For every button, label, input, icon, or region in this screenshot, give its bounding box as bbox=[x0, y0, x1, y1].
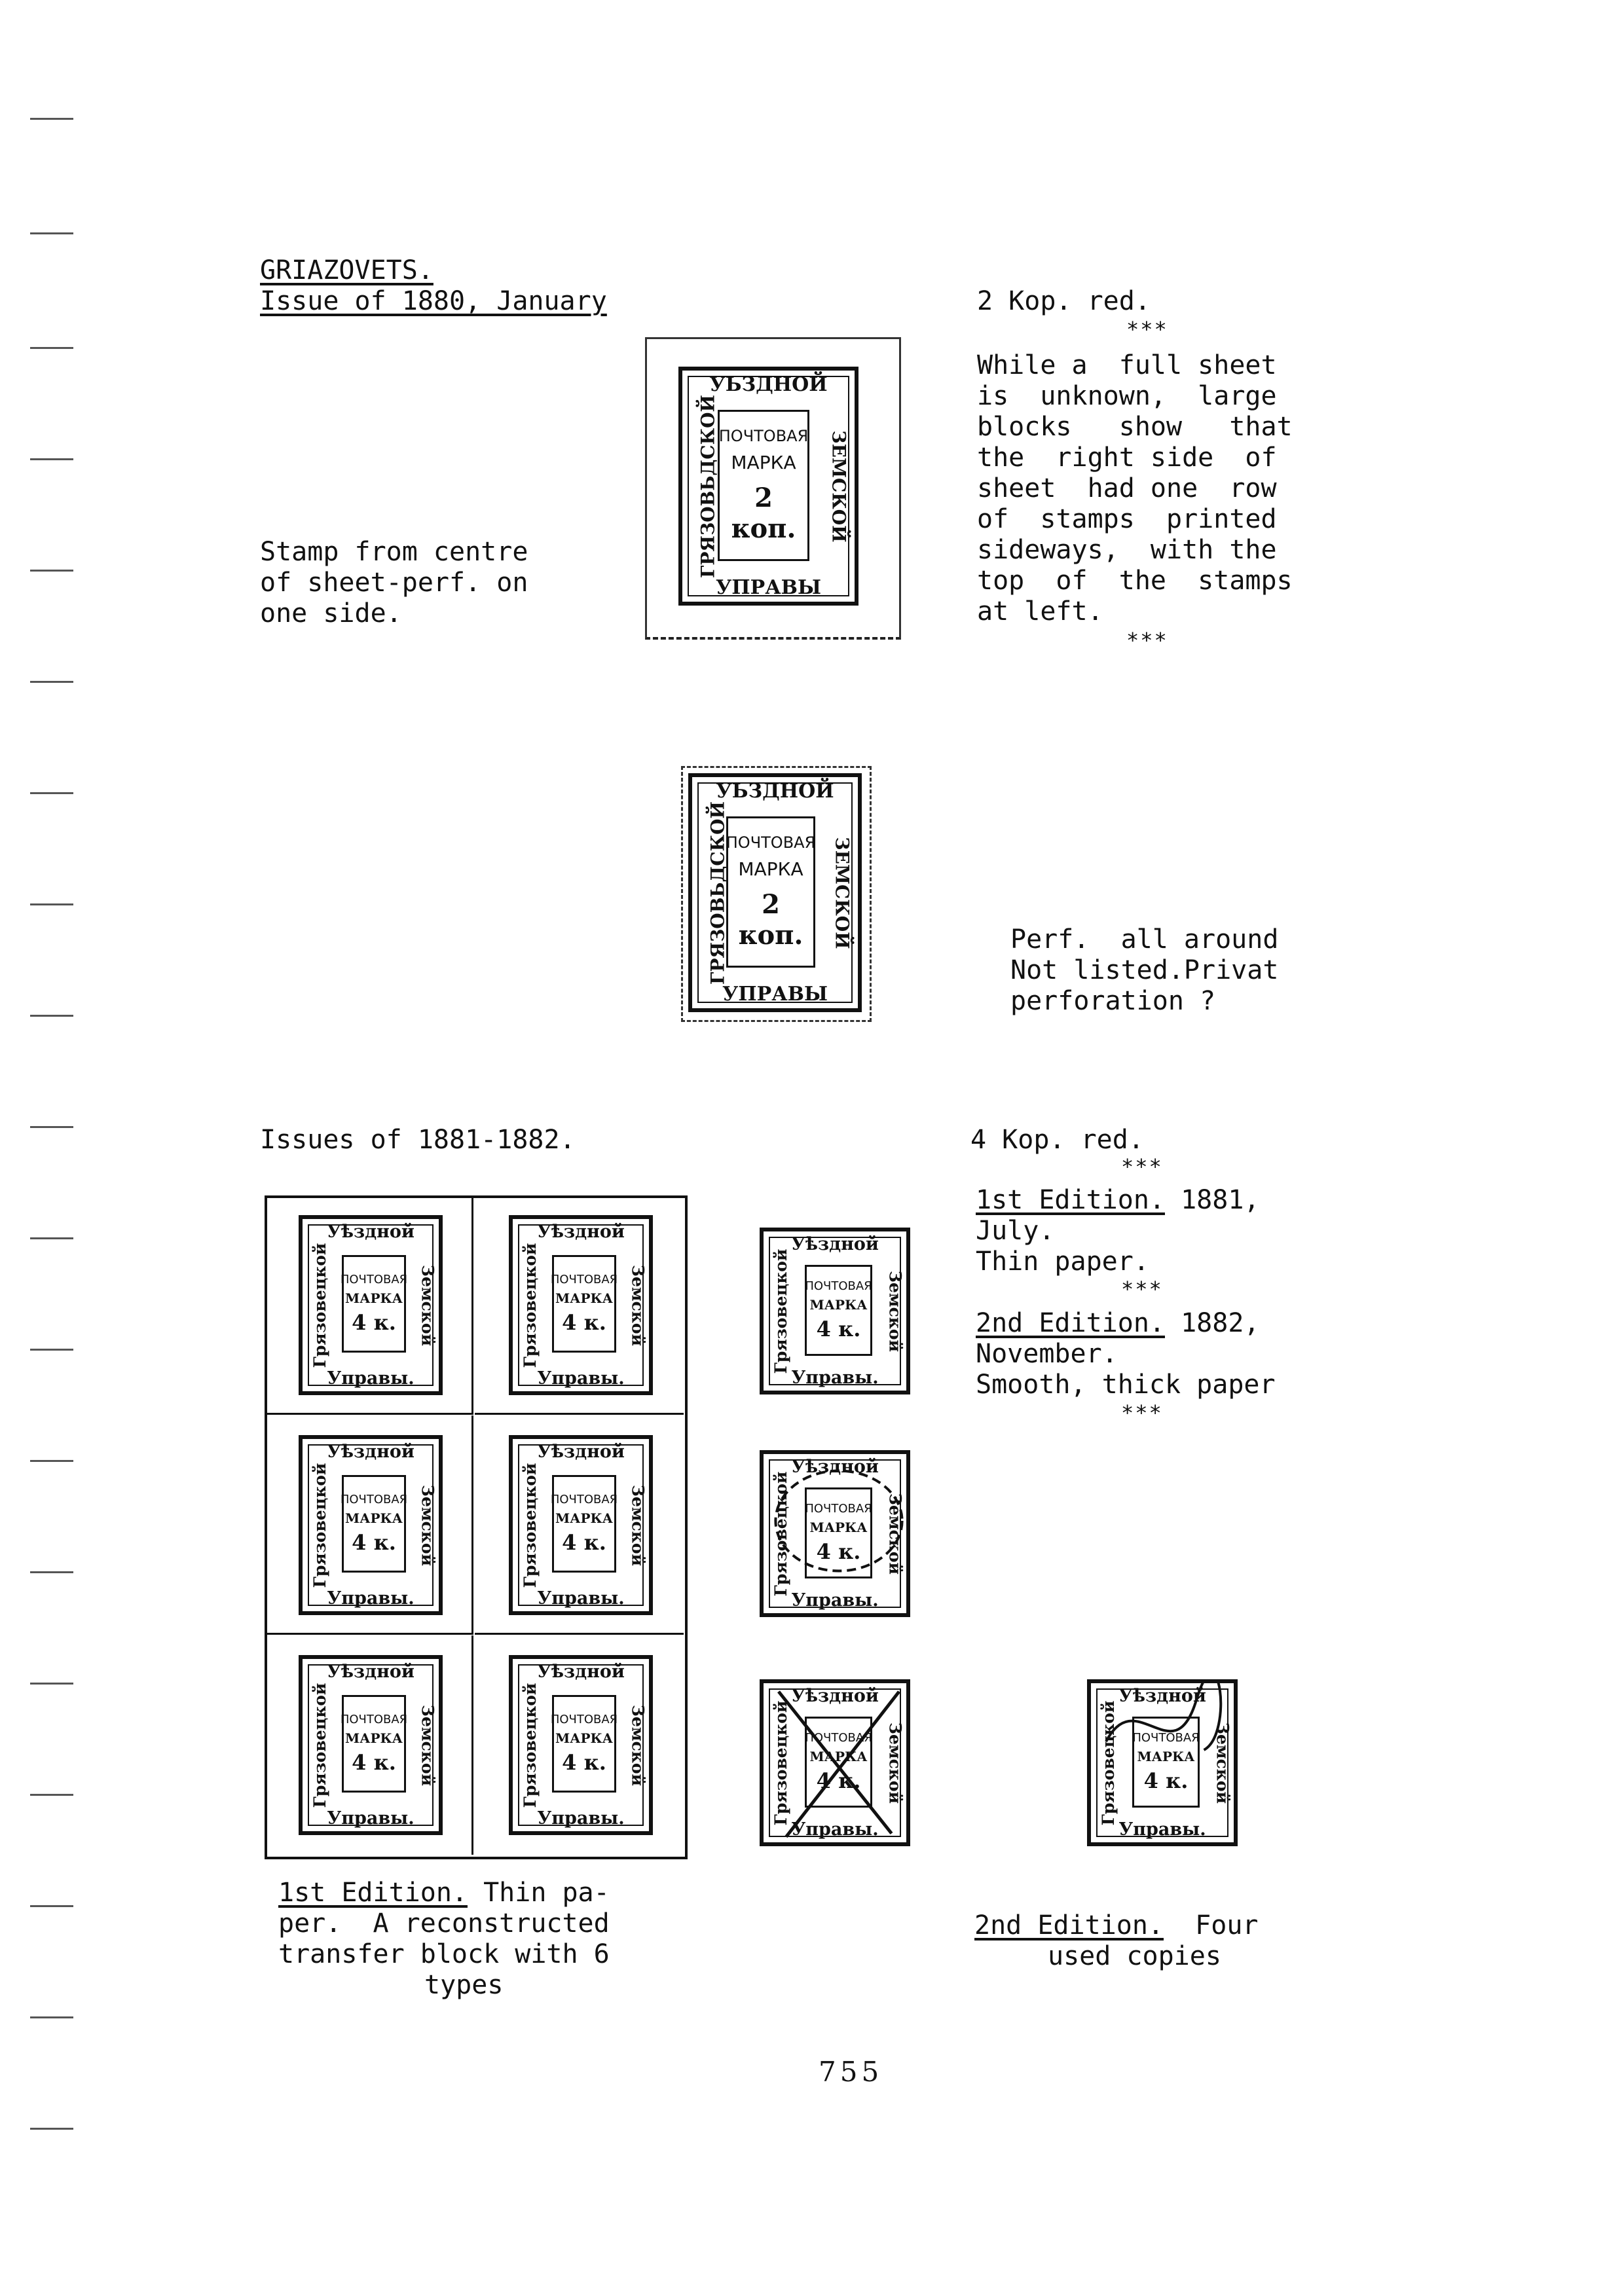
block-caption-line: types bbox=[424, 1970, 504, 2000]
edition2-line: November. bbox=[976, 1339, 1118, 1369]
transfer-block-cell bbox=[265, 1635, 473, 1855]
edition2-line: Smooth, thick paper bbox=[976, 1370, 1276, 1400]
stars-divider: *** bbox=[1126, 317, 1168, 342]
section-title: GRIAZOVETS. bbox=[260, 255, 434, 285]
used-caption-line: used copies bbox=[1048, 1941, 1221, 1971]
block-caption-line: transfer block with 6 bbox=[278, 1939, 610, 1969]
stars-divider: *** bbox=[1121, 1400, 1163, 1425]
block-caption: 1st Edition. Thin pa- bbox=[278, 1878, 610, 1908]
used-caption: 2nd Edition. Four bbox=[974, 1910, 1259, 1941]
stars-divider: *** bbox=[1121, 1277, 1163, 1302]
stamp-2kop-perf-all-around: УЬЗДНОЙ ГРЯЗОВЬДСКОЙ ЗЕМСКОЙ ПОЧТОВАЯ МА… bbox=[681, 766, 872, 1022]
edition2-note: 2nd Edition. 1882, bbox=[976, 1308, 1260, 1338]
edition1-line: Thin paper. bbox=[976, 1247, 1149, 1277]
transfer-block-cell bbox=[265, 1415, 473, 1635]
edition1-line: July. bbox=[976, 1216, 1055, 1246]
transfer-block-cell bbox=[475, 1415, 684, 1635]
stars-divider: *** bbox=[1121, 1154, 1163, 1179]
transfer-block-cell bbox=[265, 1195, 473, 1415]
page-number: 755 bbox=[819, 2056, 883, 2088]
transfer-block-cell bbox=[475, 1195, 684, 1415]
edition1-note: 1st Edition. 1881, bbox=[976, 1185, 1260, 1215]
issues-1881-heading: Issues of 1881-1882. bbox=[260, 1125, 576, 1155]
transfer-block bbox=[265, 1195, 688, 1859]
kop4-heading: 4 Kop. red. bbox=[970, 1125, 1144, 1155]
kop2-heading: 2 Kop. red. bbox=[977, 286, 1151, 316]
stamp-2kop-perf-one-side: УЬЗДНОЙ ГРЯЗОВЬДСКОЙ ЗЕМСКОЙ ПОЧТОВАЯ МА… bbox=[645, 337, 901, 640]
issue-1880-heading: Issue of 1880, January bbox=[260, 286, 607, 316]
stars-divider: *** bbox=[1126, 628, 1168, 653]
block-caption-line: per. A reconstructed bbox=[278, 1908, 610, 1939]
